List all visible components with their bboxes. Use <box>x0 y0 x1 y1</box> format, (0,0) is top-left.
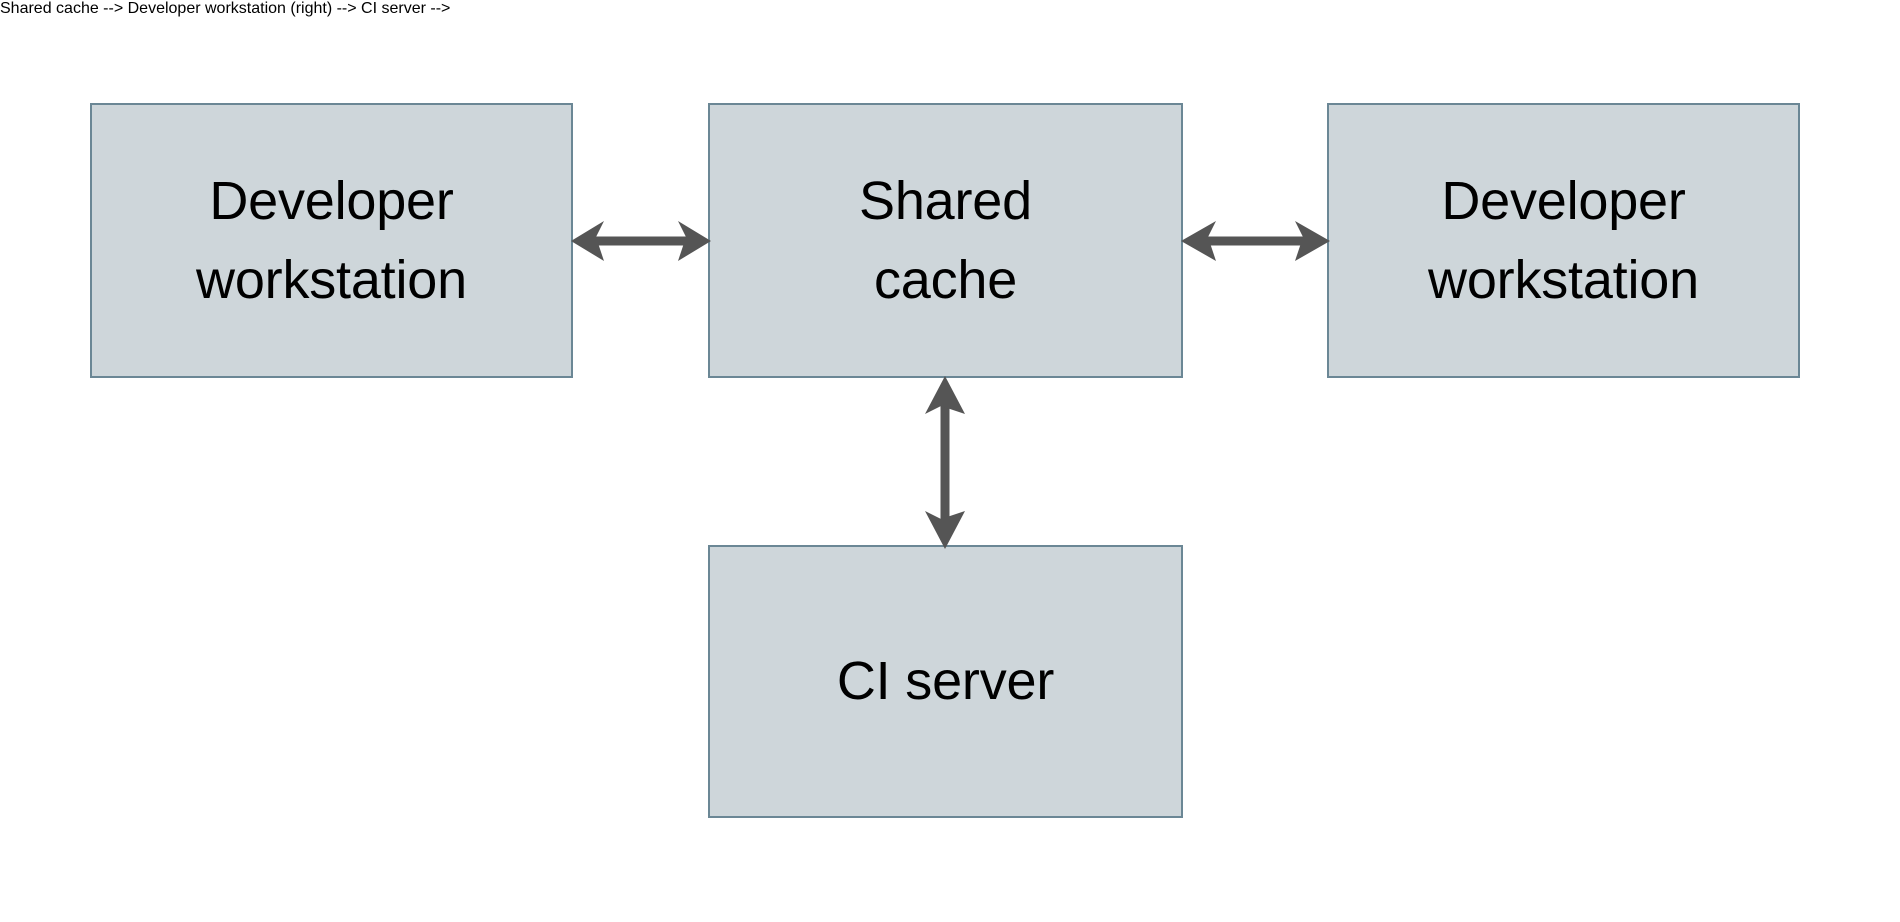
arrow-shaft <box>1205 236 1306 246</box>
arrow-head-right-icon <box>678 221 711 261</box>
edge-shared-cache-to-ci-server <box>909 376 981 549</box>
edge-developer-left-to-shared-cache <box>571 205 711 277</box>
node-developer-workstation-left[interactable]: Developer workstation <box>90 103 573 378</box>
arrow-shaft <box>593 236 689 246</box>
node-label: CI server <box>836 651 1055 712</box>
node-label: Shared cache <box>859 171 1032 310</box>
arrow-head-right-icon <box>1295 221 1330 261</box>
arrow-shaft <box>940 400 950 525</box>
node-developer-workstation-right[interactable]: Developer workstation <box>1327 103 1800 378</box>
arrow-head-left-icon <box>1181 221 1216 261</box>
edge-shared-cache-to-developer-right <box>1181 205 1330 277</box>
node-shared-cache[interactable]: Shared cache <box>708 103 1183 378</box>
arrow-head-up-icon <box>925 376 965 414</box>
node-ci-server[interactable]: CI server <box>708 545 1183 818</box>
arrow-head-left-icon <box>571 221 604 261</box>
node-label: Developer workstation <box>196 171 467 310</box>
arrow-head-down-icon <box>925 511 965 549</box>
node-label: Developer workstation <box>1428 171 1699 310</box>
